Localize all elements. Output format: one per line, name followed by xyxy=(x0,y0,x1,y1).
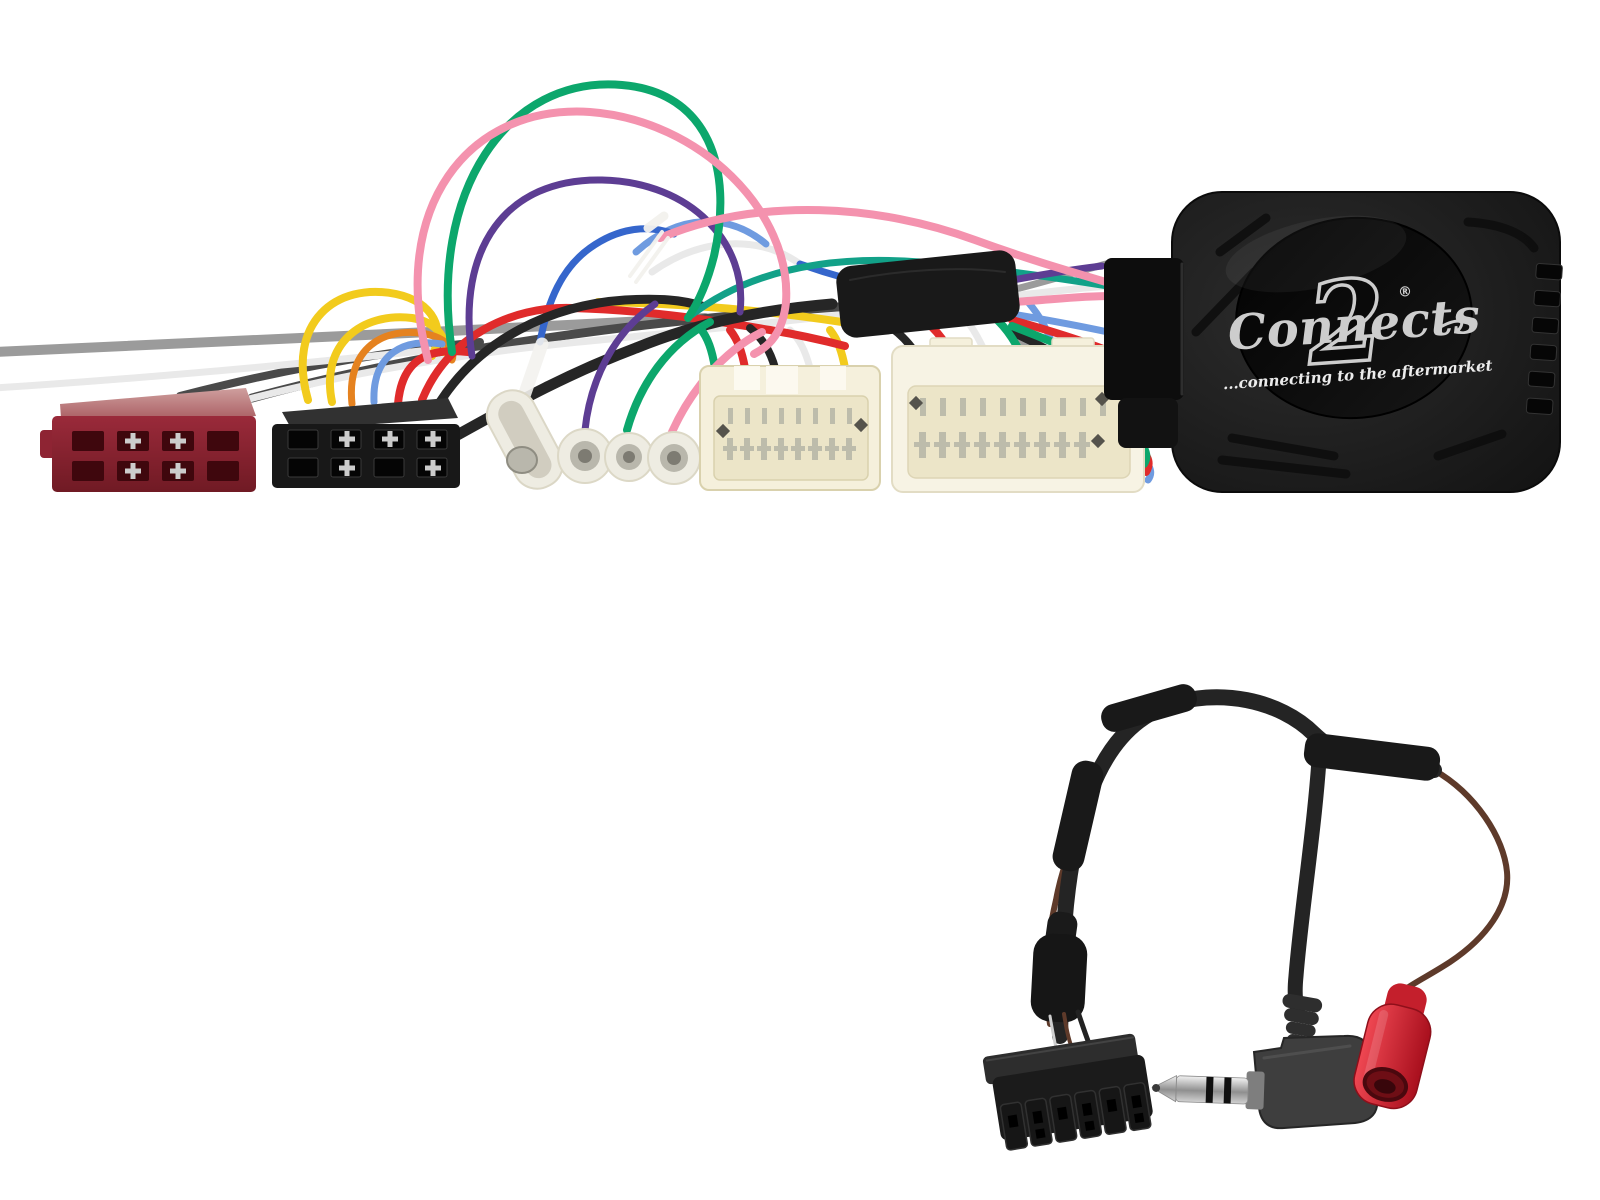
jack-35mm-plug xyxy=(1151,1071,1265,1110)
jack-tip xyxy=(1152,1083,1161,1092)
logo-swash xyxy=(1437,319,1464,332)
red-bullet-connector xyxy=(1353,983,1432,1110)
conn20-pins-top xyxy=(920,398,1106,416)
jack-35mm-body xyxy=(1252,1034,1379,1130)
patch-lead xyxy=(982,684,1511,1151)
conn20-pins-bottom xyxy=(914,432,1090,458)
white-connector-16pin xyxy=(699,365,881,491)
logo-numeral: 2 xyxy=(1302,255,1390,391)
electrical-tape-wrap xyxy=(836,250,1020,338)
conn16-dark-pins xyxy=(715,417,869,439)
iso-red-pins xyxy=(125,433,186,479)
bullet-4 xyxy=(647,431,701,485)
bullet-connectors xyxy=(485,389,701,490)
box-side-vents xyxy=(1525,262,1563,416)
patch-tape-wraps xyxy=(1052,684,1441,872)
white-connector-20pin xyxy=(891,337,1145,493)
cable-tie xyxy=(628,211,670,284)
iso-red-slots xyxy=(72,431,239,481)
box-ribs xyxy=(1191,213,1539,479)
iso-connector-black xyxy=(272,398,460,488)
iso-connector-red xyxy=(40,388,256,492)
clear-sleeve xyxy=(517,337,549,403)
conn16-pins-top xyxy=(728,408,852,424)
oval-highlight xyxy=(1225,215,1407,293)
iso-black-top-face xyxy=(282,398,458,430)
swc-interface-box: 2 Connects ® ...connecting to the afterm… xyxy=(1104,191,1563,493)
bullet-metal-1 xyxy=(506,446,538,474)
bullet-3 xyxy=(604,432,654,482)
box-gloss-oval xyxy=(1235,216,1473,420)
molex-12pin-connector xyxy=(982,1033,1153,1151)
conn16-pins-bottom xyxy=(723,438,856,460)
patch-wire-brown xyxy=(1043,767,1511,1027)
bullet-sleeve-angled xyxy=(485,389,564,490)
jack-35mm xyxy=(1151,1034,1379,1130)
bullet-2 xyxy=(557,428,613,484)
conn16-top-notches xyxy=(734,366,846,394)
molex-top-face xyxy=(982,1033,1138,1085)
molex-pin-holes xyxy=(1007,1094,1145,1139)
iso-black-pins xyxy=(339,431,441,476)
harness-wires xyxy=(0,80,1155,484)
conn16-cavity xyxy=(713,395,869,481)
iso-black-body xyxy=(272,424,460,488)
box-wire-stub xyxy=(1104,258,1184,448)
logo-registered-mark: ® xyxy=(1398,284,1413,301)
